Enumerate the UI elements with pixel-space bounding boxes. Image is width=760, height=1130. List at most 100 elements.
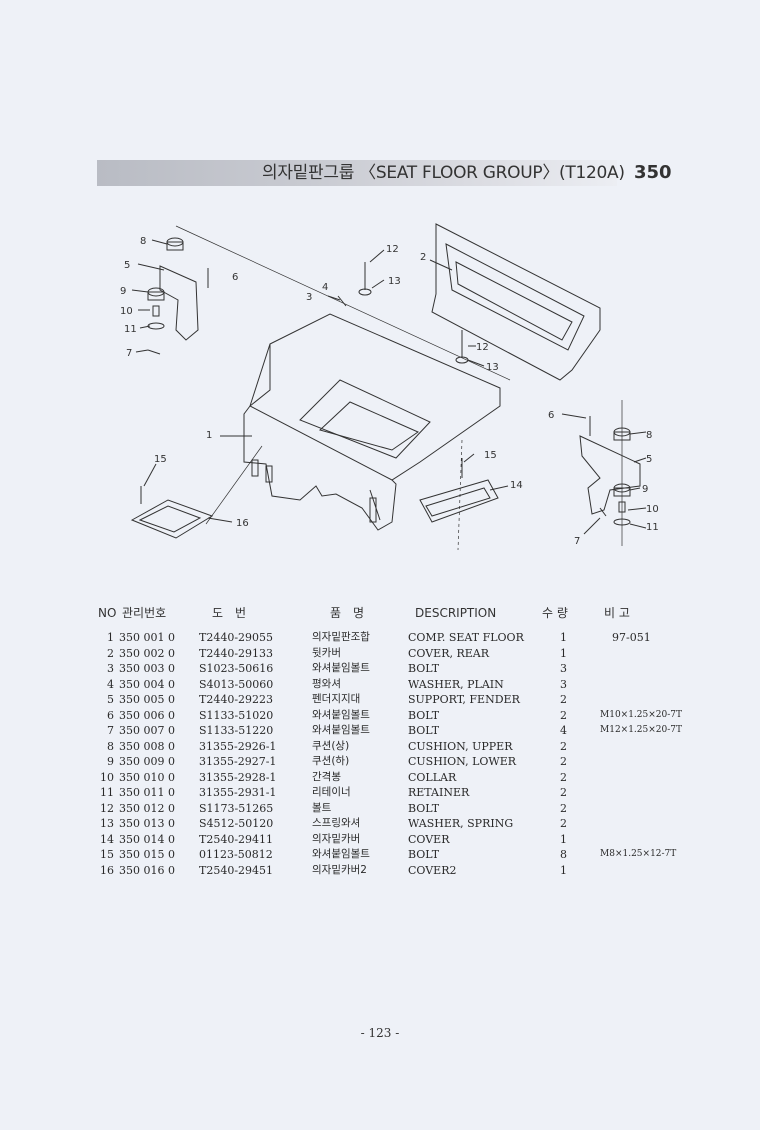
header-no: NO — [98, 606, 117, 620]
table-row: 6 350 006 0 S1133-51020 와셔붙임볼트 BOLT 2 M1… — [0, 708, 760, 724]
callout-5-right: 5 — [646, 454, 652, 465]
table-row: 4 350 004 0 S4013-50060 평와셔 WASHER, PLAI… — [0, 677, 760, 693]
cell-kname: 리테이너 — [312, 786, 351, 798]
callout-12-top: 12 — [386, 244, 399, 255]
cell-code: T2440-29223 — [199, 693, 274, 706]
table-row: 1 350 001 0 T2440-29055 의자밑판조합 COMP. SEA… — [0, 630, 760, 646]
cell-qty: 8 — [560, 848, 567, 861]
cell-remark: M12×1.25×20-7T — [600, 725, 683, 735]
callout-13-top: 13 — [388, 276, 401, 287]
cell-no: 2 — [107, 646, 114, 660]
page-number: - 123 - — [360, 1026, 400, 1040]
callout-16: 16 — [236, 518, 249, 529]
cell-qty: 2 — [560, 693, 567, 706]
callout-11-left: 11 — [124, 324, 137, 335]
exploded-parts-diagram: 8 5 6 9 10 11 7 12 2 4 13 3 12 13 1 6 8 … — [120, 223, 659, 551]
callout-10-right: 10 — [646, 504, 659, 515]
cell-code: T2540-29451 — [199, 863, 274, 877]
cell-code: 31355-2927-1 — [199, 755, 277, 768]
cell-kname: 의자밑카버2 — [312, 863, 367, 876]
callout-12-mid: 12 — [476, 342, 489, 353]
cell-qty: 3 — [560, 662, 567, 675]
header-remark: 비 고 — [604, 606, 630, 620]
table-row: 12 350 012 0 S1173-51265 볼트 BOLT 2 — [0, 801, 760, 817]
cell-no: 13 — [100, 817, 114, 830]
cell-no: 10 — [100, 770, 114, 784]
table-row: 16 350 016 0 T2540-29451 의자밑카버2 COVER2 1 — [0, 863, 760, 879]
cell-desc: WASHER, PLAIN — [408, 677, 504, 691]
callout-1: 1 — [206, 430, 212, 441]
callout-7-left: 7 — [126, 348, 132, 359]
cell-qty: 1 — [560, 631, 567, 644]
table-row: 5 350 005 0 T2440-29223 펜더지지대 SUPPORT, F… — [0, 692, 760, 708]
callout-11-right: 11 — [646, 522, 659, 533]
cell-desc: SUPPORT, FENDER — [408, 693, 520, 706]
cell-mgmt: 350 012 0 — [119, 801, 175, 815]
header-band — [97, 160, 617, 186]
cell-desc: COVER — [408, 832, 450, 846]
cell-qty: 2 — [560, 817, 567, 830]
cell-mgmt: 350 005 0 — [119, 693, 175, 706]
cell-desc: BOLT — [408, 801, 440, 815]
cell-mgmt: 350 007 0 — [119, 724, 175, 737]
cell-desc: WASHER, SPRING — [408, 817, 514, 830]
cell-mgmt: 350 001 0 — [119, 631, 175, 644]
callout-6-left: 6 — [232, 272, 238, 283]
callout-2: 2 — [420, 252, 426, 263]
table-row: 13 350 013 0 S4512-50120 스프링와셔 WASHER, S… — [0, 816, 760, 832]
cell-no: 9 — [107, 755, 114, 768]
cell-no: 8 — [107, 739, 114, 753]
cell-no: 3 — [107, 662, 114, 675]
cell-desc: CUSHION, LOWER — [408, 755, 517, 768]
header-qty: 수 량 — [542, 606, 568, 620]
cell-kname: 평와셔 — [312, 677, 341, 690]
cell-kname: 의자밑카버 — [312, 832, 361, 845]
callout-5-left: 5 — [124, 260, 130, 271]
cell-remark: 97-051 — [612, 631, 651, 644]
cell-kname: 스프링와셔 — [312, 817, 361, 829]
cell-mgmt: 350 002 0 — [119, 646, 175, 660]
cell-kname: 볼트 — [312, 801, 332, 814]
table-row: 11 350 011 0 31355-2931-1 리테이너 RETAINER … — [0, 785, 760, 801]
cell-no: 4 — [107, 677, 114, 691]
cell-code: 31355-2931-1 — [199, 786, 277, 799]
cell-remark: M8×1.25×12-7T — [600, 849, 677, 859]
cell-desc: COLLAR — [408, 770, 457, 784]
cell-qty: 2 — [560, 801, 567, 815]
cell-no: 15 — [100, 848, 114, 861]
table-row: 14 350 014 0 T2540-29411 의자밑카버 COVER 1 — [0, 832, 760, 848]
cell-desc: COMP. SEAT FLOOR — [408, 631, 524, 644]
callout-8-right: 8 — [646, 430, 652, 441]
cell-mgmt: 350 015 0 — [119, 848, 175, 861]
cell-qty: 1 — [560, 646, 567, 660]
cell-code: T2440-29055 — [199, 631, 274, 644]
cell-qty: 1 — [560, 863, 567, 877]
table-row: 3 350 003 0 S1023-50616 와셔붙임볼트 BOLT 3 — [0, 661, 760, 677]
cell-kname: 쿠션(하) — [312, 755, 350, 767]
cell-desc: COVER, REAR — [408, 646, 490, 660]
table-row: 10 350 010 0 31355-2928-1 간격봉 COLLAR 2 — [0, 770, 760, 786]
seat-floor-part — [243, 313, 501, 531]
cell-kname: 와셔붙임볼트 — [312, 848, 370, 860]
cell-desc: BOLT — [408, 848, 440, 861]
cell-kname: 와셔붙임볼트 — [312, 708, 370, 721]
cell-qty: 2 — [560, 708, 567, 722]
callout-13-mid: 13 — [486, 362, 499, 373]
callout-9-right: 9 — [642, 484, 648, 495]
rear-cover-part — [431, 223, 601, 381]
cell-qty: 2 — [560, 755, 567, 768]
callout-3: 3 — [306, 292, 312, 303]
cell-mgmt: 350 014 0 — [119, 832, 175, 846]
page-title: 의자밑판그룹 〈SEAT FLOOR GROUP〉(T120A) — [262, 163, 625, 183]
cell-code: S1173-51265 — [199, 801, 274, 815]
cell-desc: BOLT — [408, 662, 440, 675]
group-number: 350 — [634, 162, 672, 183]
left-support-part — [159, 265, 199, 341]
cell-mgmt: 350 016 0 — [119, 863, 175, 877]
cell-qty: 1 — [560, 832, 567, 846]
cell-mgmt: 350 003 0 — [119, 662, 175, 675]
cell-desc: RETAINER — [408, 786, 470, 799]
cell-mgmt: 350 009 0 — [119, 755, 175, 768]
callout-10-left: 10 — [120, 306, 133, 317]
header-kname: 품 명 — [330, 606, 365, 620]
